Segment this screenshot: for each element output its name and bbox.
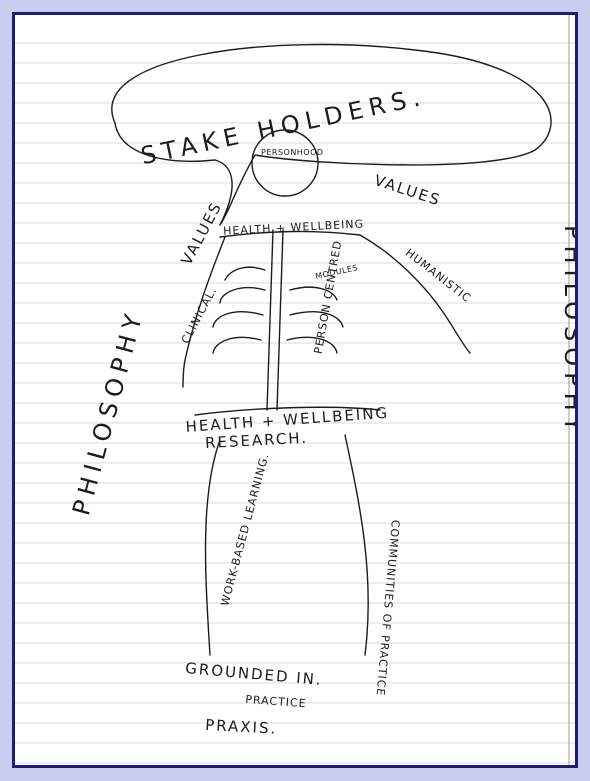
philosophy-right-label: PHILOSOPHY <box>559 225 575 437</box>
stakeholders-label: STAKE HOLDERS. <box>138 82 428 170</box>
values-left-label: VALUES <box>177 199 225 269</box>
right-leg <box>345 435 368 655</box>
hand-drawn-diagram: STAKE HOLDERS. PERSONHOOD HEALTH + WELLB… <box>15 15 575 765</box>
practice-label: PRACTICE <box>245 693 307 710</box>
philosophy-left-label: PHILOSOPHY <box>67 306 149 518</box>
left-leg <box>206 440 220 655</box>
work-based-learning-label: WORK-BASED LEARNING. <box>218 452 271 608</box>
spine-inner <box>267 230 273 410</box>
spine <box>277 230 283 410</box>
values-right-label: VALUES <box>372 171 443 209</box>
rib-3 <box>213 312 263 327</box>
praxis-label: PRAXIS. <box>205 716 278 738</box>
health-wellbeing-top-label: HEALTH + WELLBEING <box>223 217 365 237</box>
clinical-label: CLINICAL. <box>179 285 220 346</box>
rib-2 <box>220 288 265 303</box>
rib-1 <box>225 267 265 280</box>
grounded-in-label: GROUNDED IN. <box>185 659 324 689</box>
communities-of-practice-label: COMMUNITIES OF PRACTICE <box>374 519 402 697</box>
notebook-page: STAKE HOLDERS. PERSONHOOD HEALTH + WELLB… <box>12 12 578 768</box>
personhood-label: PERSONHOOD <box>261 148 324 157</box>
rib-4 <box>213 337 261 353</box>
